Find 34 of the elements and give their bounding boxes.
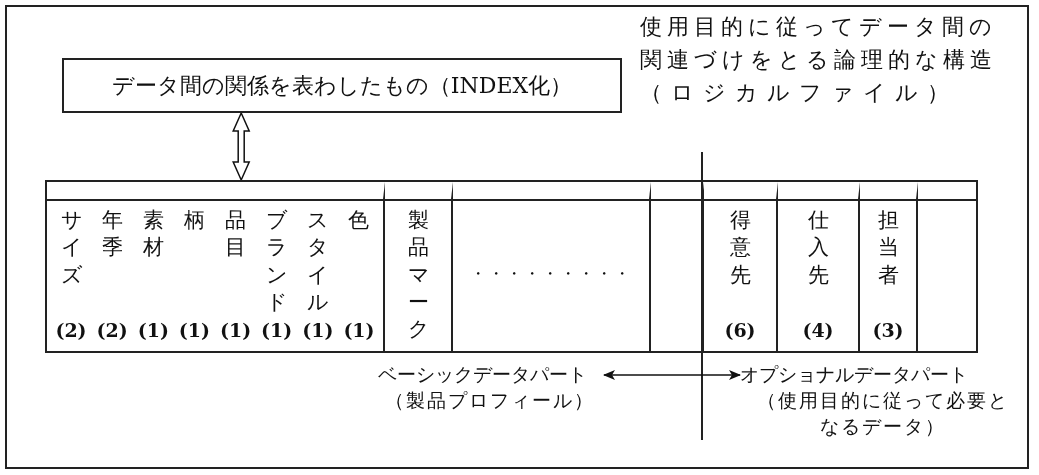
arrow <box>603 370 741 380</box>
field-name: 年季 <box>101 207 123 262</box>
field-name: 素材 <box>142 207 164 262</box>
field-name: 品目 <box>225 207 247 262</box>
field-length: (1) <box>178 319 210 341</box>
field-name: 担当者 <box>877 207 899 289</box>
ellipsis: ・・・・・・・・・ <box>470 263 632 285</box>
part-name: オプショナルデータパート <box>740 362 969 387</box>
part-description: （使用目的に従って必要となるデータ） <box>756 388 1010 439</box>
field-length: (6) <box>724 319 756 341</box>
field-name: ブランド <box>266 207 288 316</box>
field-name: 色 <box>348 207 370 234</box>
field-length: (3) <box>872 319 904 341</box>
note-text: 使用目的に従ってデータ間の関連づけをとる論理的な構造 <box>640 13 998 74</box>
field-name: 得意先 <box>729 207 751 289</box>
field-name: 製品マーク <box>407 207 429 344</box>
part-name: ベーシックデータパート <box>378 362 588 387</box>
note-text: （ロジカルファイル） <box>640 79 959 107</box>
field-length: (2) <box>96 319 128 341</box>
part-description: （製品プロフィール） <box>383 388 596 413</box>
index-box: データ間の関係を表わしたもの（INDEX化） <box>62 58 622 113</box>
field-length: (2) <box>55 319 87 341</box>
record-table <box>45 180 978 353</box>
double-arrow <box>232 111 251 182</box>
field-name: スタイル <box>307 207 329 316</box>
field-length: (1) <box>219 319 252 341</box>
field-length: (1) <box>302 319 334 341</box>
field-length: (1) <box>343 319 375 341</box>
field-length: (1) <box>261 319 293 341</box>
field-name: 柄 <box>183 207 205 234</box>
field-length: (4) <box>802 319 834 341</box>
field-name: 仕入先 <box>807 207 829 289</box>
field-name: サイズ <box>60 207 82 289</box>
field-length: (1) <box>137 319 169 341</box>
